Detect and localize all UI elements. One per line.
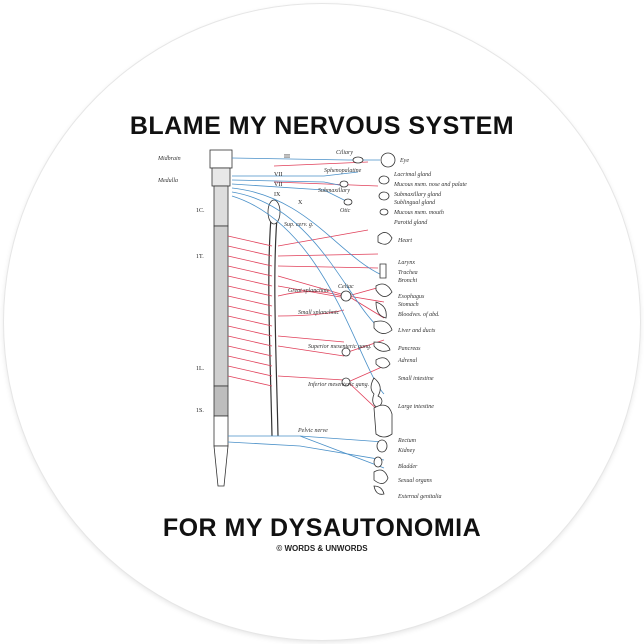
- label-mucous-nose: Mucous mem. nose and palate: [393, 182, 467, 188]
- label-otic: Otic: [340, 208, 351, 214]
- label-rectum: Rectum: [397, 438, 417, 444]
- label-1l: 1L.: [196, 366, 205, 372]
- label-bladder: Bladder: [398, 464, 418, 470]
- sympathetic-fibers: [227, 161, 385, 417]
- label-heart: Heart: [397, 238, 412, 244]
- label-stomach: Stomach: [398, 302, 419, 308]
- label-midbrain: Midbrain: [157, 156, 181, 162]
- spine-labels: Midbrain Medulla 1C. 1T. 1L. 1S.: [157, 156, 205, 414]
- label-small-intestine: Small intestine: [398, 376, 434, 382]
- parasympathetic-fibers: [227, 157, 385, 469]
- numeral-vii-a: VII: [274, 172, 282, 178]
- numeral-ix: IX: [274, 192, 281, 198]
- label-inferior-mesenteric: Inferior mesenteric gang.: [307, 381, 369, 388]
- label-1c: 1C.: [196, 208, 205, 214]
- numeral-x: X: [298, 200, 303, 206]
- sympathetic-chain: [267, 199, 281, 437]
- label-kidney: Kidney: [397, 448, 415, 454]
- sticker-title: BLAME MY NERVOUS SYSTEM: [129, 112, 515, 140]
- label-trachea: Trachea: [398, 270, 418, 276]
- spinal-column: [209, 149, 233, 487]
- label-external-genitalia: External genitalia: [397, 494, 442, 500]
- label-celiac: Celiac: [338, 284, 354, 290]
- autonomic-nervous-system-diagram: Midbrain Medulla 1C. 1T. 1L. 1S. III VII…: [148, 146, 492, 510]
- label-pelvic-nerve: Pelvic nerve: [297, 428, 328, 434]
- label-sexual-organs: Sexual organs: [398, 478, 433, 484]
- organ-labels: Eye Lacrimal gland Mucous mem. nose and …: [393, 158, 467, 500]
- label-large-intestine: Large intestine: [397, 404, 434, 410]
- numeral-iii: III: [284, 154, 290, 160]
- label-great-splanchnic: Great splanchnic: [288, 288, 330, 294]
- label-larynx: Larynx: [397, 260, 415, 266]
- label-sup-cerv: Sup. cerv. g.: [284, 222, 313, 228]
- sticker-circle: [4, 4, 640, 640]
- label-sublingual: Sublingual gland: [394, 200, 436, 206]
- diagram-svg: Midbrain Medulla 1C. 1T. 1L. 1S. III VII…: [157, 149, 467, 500]
- label-small-splanchnic: Small splanchnic: [298, 310, 339, 316]
- label-adrenal: Adrenal: [397, 358, 417, 364]
- label-lacrimal: Lacrimal gland: [393, 172, 432, 178]
- label-medulla: Medulla: [157, 178, 178, 184]
- label-esophagus: Esophagus: [397, 294, 425, 300]
- label-sphenopalatine: Sphenopalatine: [324, 168, 362, 174]
- label-1s: 1S.: [196, 408, 204, 414]
- label-ciliary: Ciliary: [336, 150, 353, 156]
- label-submax-gland: Submaxillary gland: [394, 192, 442, 198]
- ganglia: [339, 156, 364, 387]
- sticker-subtitle: FOR MY DYSAUTONOMIA: [162, 514, 482, 542]
- label-1t: 1T.: [196, 254, 204, 260]
- cranial-numerals: III VII VII IX X: [274, 154, 303, 206]
- ganglion-labels: Ciliary Sphenopalatine Submaxillary Otic…: [284, 150, 372, 434]
- label-bronchi: Bronchi: [398, 278, 417, 284]
- label-superior-mesenteric: Superior mesenteric gang.: [308, 344, 372, 350]
- numeral-vii-b: VII: [274, 182, 282, 188]
- copyright-text: © WORDS & UNWORDS: [276, 544, 368, 553]
- label-bloodves: Bloodves. of abd.: [398, 311, 440, 318]
- label-parotid: Parotid gland: [393, 220, 428, 226]
- label-liver: Liver and ducts: [397, 328, 436, 334]
- label-eye: Eye: [399, 158, 409, 164]
- organs: [370, 152, 396, 495]
- label-mucous-mouth: Mucous mem. mouth: [393, 210, 444, 216]
- label-submaxillary: Submaxillary: [318, 188, 350, 194]
- label-pancreas: Pancreas: [397, 346, 421, 352]
